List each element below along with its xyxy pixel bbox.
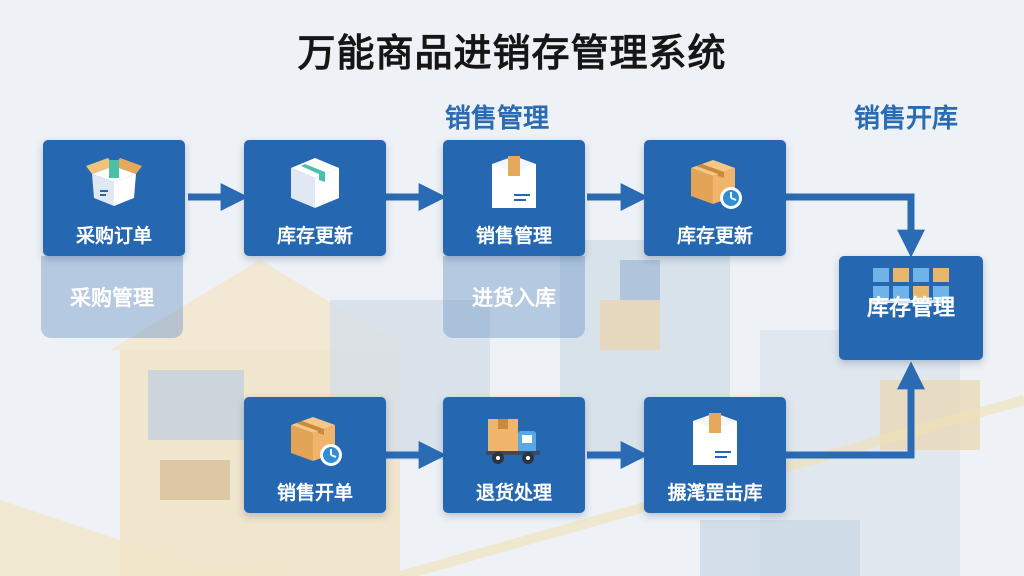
node-label: 库存更新: [676, 225, 753, 247]
node-return-processing[interactable]: 退货处理: [443, 397, 585, 513]
box-clock-icon: [691, 160, 742, 209]
delivery-truck-icon: [486, 419, 540, 464]
shelf-icon: [869, 268, 953, 303]
open-box-icon: [86, 158, 142, 206]
page-title: 万能商品进销存管理系统: [297, 31, 727, 75]
section-label-sales: 销售管理: [445, 104, 550, 134]
node-label: 库存管理: [866, 296, 955, 321]
node-label: 库存更新: [276, 225, 353, 247]
node-label: 采购订单: [75, 225, 152, 247]
sub-panel-stock-in: 进货入库: [443, 256, 585, 338]
box-icon: [291, 158, 339, 208]
node-label: 退货处理: [475, 482, 552, 504]
sub-panel-label: 采购管理: [70, 286, 154, 310]
document-box-icon: [492, 156, 536, 208]
document-box-icon: [693, 413, 737, 465]
node-sales-order[interactable]: 销售开单: [244, 397, 386, 513]
node-label: 搌滗罡击库: [667, 482, 763, 504]
arrow-bottom-to-hub: [786, 361, 925, 459]
node-stock-out[interactable]: 搌滗罡击库: [644, 397, 786, 513]
node-inventory-management[interactable]: 库存管理: [839, 256, 983, 360]
node-stock-update-1[interactable]: 库存更新: [244, 140, 386, 256]
node-label: 销售开单: [276, 482, 353, 504]
box-clock-icon: [291, 417, 342, 466]
node-purchase-order[interactable]: 采购订单: [43, 140, 185, 256]
node-sales-management[interactable]: 销售管理: [443, 140, 585, 256]
sub-panel-purchase: 采购管理: [41, 256, 183, 338]
arrow-top-to-hub: [786, 193, 925, 258]
section-label-sales-out: 销售开库: [854, 104, 959, 134]
sub-panel-label: 进货入库: [472, 286, 556, 310]
node-stock-update-2[interactable]: 库存更新: [644, 140, 786, 256]
node-label: 销售管理: [475, 225, 552, 247]
